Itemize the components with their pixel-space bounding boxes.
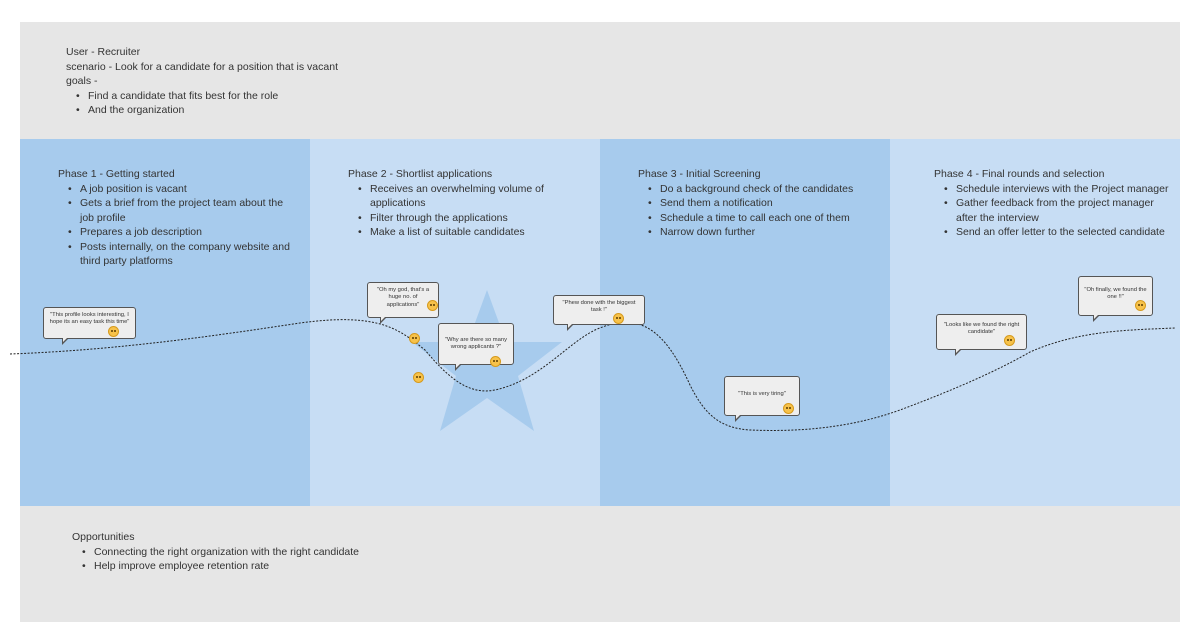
phase-title: Phase 3 - Initial Screening bbox=[638, 168, 761, 180]
scenario-label: scenario - Look for a candidate for a po… bbox=[66, 60, 338, 73]
phase-steps: A job position is vacant Gets a brief fr… bbox=[58, 182, 298, 269]
bubble-text: "Looks like we found the right candidate… bbox=[943, 322, 1020, 336]
phase-3-column: Phase 3 - Initial Screening Do a backgro… bbox=[600, 139, 890, 506]
thought-bubble: "Phew done with the biggest task !" bbox=[553, 295, 645, 331]
thought-bubble: "Why are there so many wrong applicants … bbox=[438, 323, 514, 371]
bubble-text: "Oh finally, we found the one !!" bbox=[1084, 287, 1147, 301]
phase-steps: Receives an overwhelming volume of appli… bbox=[348, 182, 588, 240]
bubble-text: "Why are there so many wrong applicants … bbox=[445, 337, 507, 351]
bubble-text: "This profile looks interesting, I hope … bbox=[49, 312, 130, 326]
phase-step: Send them a notification bbox=[638, 196, 878, 211]
thought-bubble: "Looks like we found the right candidate… bbox=[936, 314, 1027, 356]
phase-steps: Do a background check of the candidates … bbox=[638, 182, 878, 240]
phase-step: Gather feedback from the project manager… bbox=[934, 196, 1174, 225]
goals-list: Find a candidate that fits best for the … bbox=[66, 89, 338, 118]
bubble-text: "Phew done with the biggest task !" bbox=[562, 300, 636, 314]
thought-bubble: "Oh my god, that's a huge no. of applica… bbox=[367, 282, 439, 324]
opportunity-item: Help improve employee retention rate bbox=[72, 559, 359, 574]
phase-step: Make a list of suitable candidates bbox=[348, 225, 588, 240]
phase-step: Filter through the applications bbox=[348, 211, 588, 226]
emoji-icon bbox=[490, 356, 501, 367]
phase-step: A job position is vacant bbox=[58, 182, 298, 197]
phase-step: Send an offer letter to the selected can… bbox=[934, 225, 1174, 240]
thought-bubble: "This profile looks interesting, I hope … bbox=[43, 307, 136, 345]
opportunities-list: Connecting the right organization with t… bbox=[72, 545, 359, 574]
emoji-icon bbox=[108, 326, 119, 337]
emoji-icon bbox=[1135, 300, 1146, 311]
phase-step: Do a background check of the candidates bbox=[638, 182, 878, 197]
bubble-text: "Oh my god, that's a huge no. of applica… bbox=[376, 287, 430, 308]
scenario-header: User - Recruiter scenario - Look for a c… bbox=[66, 45, 338, 118]
phase-step: Prepares a job description bbox=[58, 225, 298, 240]
phase-step: Gets a brief from the project team about… bbox=[58, 196, 298, 225]
goal-item: Find a candidate that fits best for the … bbox=[66, 89, 338, 104]
phase-step: Receives an overwhelming volume of appli… bbox=[348, 182, 588, 211]
emoji-icon bbox=[427, 300, 438, 311]
emoji-icon bbox=[409, 333, 420, 344]
phase-title: Phase 1 - Getting started bbox=[58, 168, 175, 180]
bubble-text: "This is very tiring" bbox=[738, 391, 786, 397]
user-label: User - Recruiter bbox=[66, 46, 141, 58]
phase-step: Narrow down further bbox=[638, 225, 878, 240]
phase-step: Schedule interviews with the Project man… bbox=[934, 182, 1174, 197]
phase-step: Posts internally, on the company website… bbox=[58, 240, 298, 269]
phase-step: Schedule a time to call each one of them bbox=[638, 211, 878, 226]
phase-title: Phase 2 - Shortlist applications bbox=[348, 168, 493, 180]
phase-title: Phase 4 - Final rounds and selection bbox=[934, 168, 1105, 180]
opportunities-section: Opportunities Connecting the right organ… bbox=[72, 530, 359, 574]
emoji-icon bbox=[783, 403, 794, 414]
emoji-icon bbox=[413, 372, 424, 383]
opportunity-item: Connecting the right organization with t… bbox=[72, 545, 359, 560]
goals-label: goals - bbox=[66, 75, 98, 87]
phase-2-column: Phase 2 - Shortlist applications Receive… bbox=[310, 139, 600, 506]
opportunities-title: Opportunities bbox=[72, 531, 135, 543]
goal-item: And the organization bbox=[66, 103, 338, 118]
emoji-icon bbox=[1004, 335, 1015, 346]
emoji-icon bbox=[613, 313, 624, 324]
phase-steps: Schedule interviews with the Project man… bbox=[934, 182, 1174, 240]
